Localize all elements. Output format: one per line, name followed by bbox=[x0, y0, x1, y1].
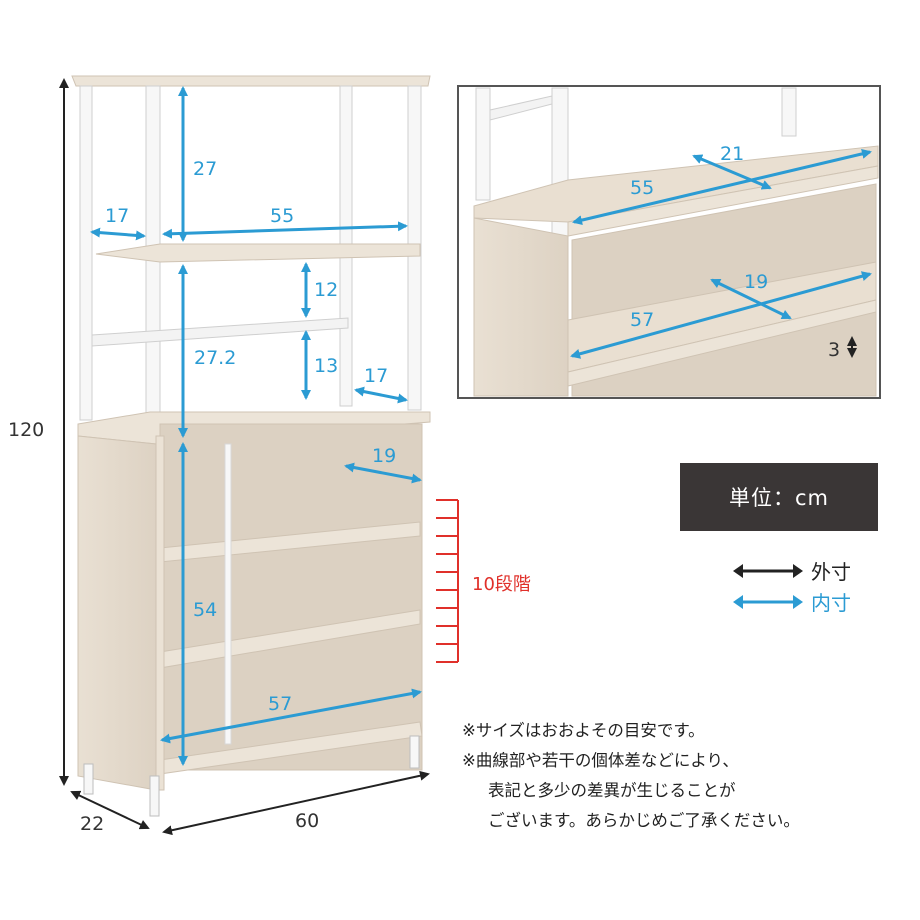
legend-inner: 内寸 bbox=[733, 587, 851, 616]
inset-cabinet-depth-label: 19 bbox=[744, 271, 768, 293]
top-board bbox=[71, 75, 431, 87]
double-arrow-blue-icon bbox=[733, 594, 803, 609]
side-depth-mid-arrow bbox=[354, 386, 408, 404]
frame-crossbar bbox=[91, 317, 349, 347]
cabinet-divider bbox=[224, 443, 232, 745]
size-notes: ※サイズはおおよその目安です。 ※曲線部や若干の個体差などにより、 表記と多少の… bbox=[462, 716, 902, 836]
adjust-marker-ticks bbox=[436, 499, 458, 663]
inset-pitch-label: 3 bbox=[828, 339, 840, 361]
inset-cabinet-depth-arrow bbox=[710, 278, 792, 320]
inset-cabinet-width-label: 57 bbox=[630, 309, 654, 331]
inset-post-left bbox=[475, 87, 491, 201]
adjust-steps-label: 10段階 bbox=[472, 574, 531, 595]
top-width-arrow bbox=[162, 221, 408, 239]
unit-label-box: 単位：cm bbox=[680, 463, 878, 531]
width-label: 60 bbox=[295, 810, 319, 832]
cabinet-width-label: 57 bbox=[268, 693, 292, 715]
leg-front-left bbox=[149, 775, 160, 817]
height-label: 120 bbox=[8, 419, 44, 441]
mid-gap-upper-label: 12 bbox=[314, 279, 338, 301]
double-arrow-black-icon bbox=[733, 563, 803, 578]
leg-back-left bbox=[83, 763, 94, 795]
cabinet-back bbox=[159, 423, 423, 771]
cabinet-depth-label: 19 bbox=[372, 445, 396, 467]
middle-shelf bbox=[95, 243, 421, 263]
top-width-label: 55 bbox=[270, 205, 294, 227]
cabinet-front-edge bbox=[155, 435, 165, 791]
cabinet-width-arrow bbox=[160, 688, 422, 744]
note-line: ※サイズはおおよその目安です。 bbox=[462, 721, 705, 740]
inset-post-right bbox=[781, 87, 797, 137]
depth-arrow bbox=[70, 790, 150, 830]
legend-outer-label: 外寸 bbox=[811, 560, 851, 584]
frame-post-back-left bbox=[79, 85, 93, 421]
legend-inner-label: 内寸 bbox=[811, 591, 851, 615]
mid-gap-lower-label: 13 bbox=[314, 355, 338, 377]
legend-outer: 外寸 bbox=[733, 556, 851, 585]
inset-crossbar bbox=[489, 95, 553, 121]
width-arrow bbox=[162, 770, 430, 836]
side-depth-top-arrow bbox=[90, 227, 146, 241]
note-line: 表記と多少の差異が生じることが bbox=[488, 781, 736, 800]
depth-label: 22 bbox=[80, 813, 104, 835]
cabinet-height-label: 54 bbox=[193, 599, 217, 621]
leg-front-right bbox=[409, 735, 420, 769]
inner-dimensions: 27 17 55 12 13 27.2 17 19 54 57 bbox=[90, 86, 422, 766]
mid-clearance-label: 27.2 bbox=[194, 347, 236, 369]
inset-cabinet-side bbox=[473, 217, 569, 397]
inset-top-width-label: 55 bbox=[630, 177, 654, 199]
detail-inset: 55 21 57 19 3 bbox=[457, 85, 881, 399]
note-line: ※曲線部や若干の個体差などにより、 bbox=[462, 751, 739, 770]
cabinet-depth-arrow bbox=[344, 462, 422, 484]
cabinet-side bbox=[77, 435, 157, 791]
top-clearance-label: 27 bbox=[193, 158, 217, 180]
inset-top-depth-label: 21 bbox=[720, 143, 744, 165]
outer-dimensions: 120 22 60 bbox=[8, 78, 430, 836]
inset-top-depth-arrow bbox=[692, 154, 772, 190]
note-line: ございます。あらかじめご了承ください。 bbox=[488, 811, 800, 830]
shelf-adjust-marker: 10段階 bbox=[436, 499, 531, 663]
side-depth-mid-label: 17 bbox=[364, 365, 388, 387]
unit-label: 単位：cm bbox=[728, 486, 829, 510]
side-depth-top-label: 17 bbox=[105, 205, 129, 227]
